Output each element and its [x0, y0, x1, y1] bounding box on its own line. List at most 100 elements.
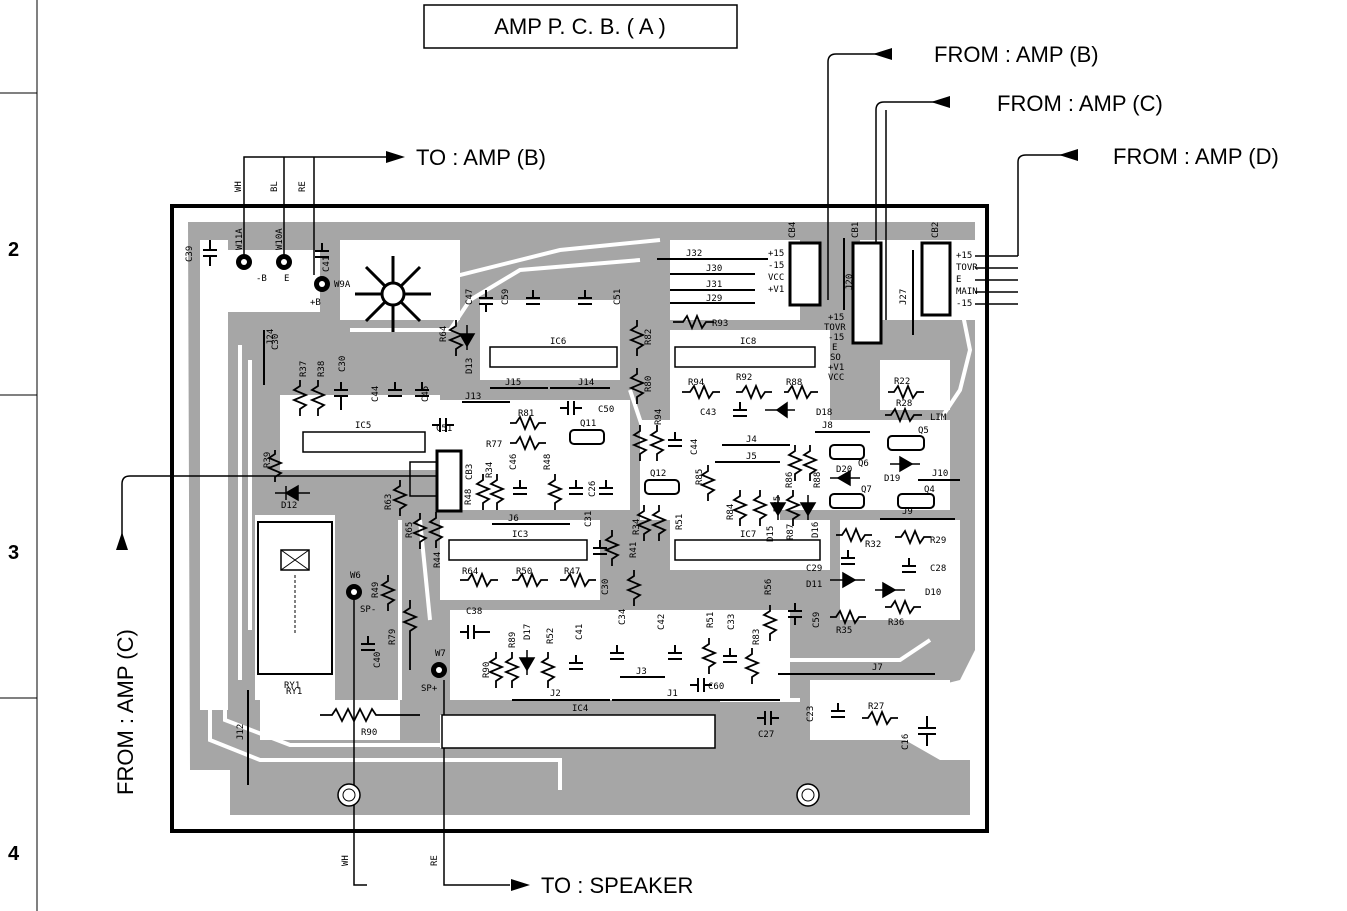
label-r88: R90 — [361, 728, 377, 738]
section-number-3: 3 — [8, 542, 19, 564]
label-c50: C51 — [613, 289, 623, 305]
label-r86: R89 — [508, 632, 518, 648]
label-r34a: R34 — [485, 462, 495, 478]
capacitor-c43 — [388, 382, 402, 397]
cb1-label-3: E — [832, 343, 837, 353]
cb2-label-0: +15 — [956, 251, 972, 261]
wire-color-wh: WH — [234, 181, 244, 192]
label-from-amp-c-left: FROM : AMP (C) — [113, 629, 138, 795]
label-c40: C43 — [700, 408, 716, 418]
resistor-r51 — [391, 480, 409, 516]
resistor-r65 — [628, 320, 646, 356]
connector-cb3: CB3 — [435, 449, 475, 513]
capacitor-c38 — [315, 243, 329, 258]
ic5: IC5 — [302, 421, 426, 453]
label-c42: C44 — [690, 439, 700, 455]
diode-d16 — [799, 495, 817, 520]
resistor-r43 — [546, 474, 564, 510]
label-d18: D18 — [816, 408, 832, 418]
jumpers — [247, 238, 960, 785]
label-c39: C41 — [575, 624, 585, 640]
resistor-r50 — [761, 605, 779, 641]
capacitor-c42 — [668, 432, 682, 447]
capacitor-c28 — [902, 558, 916, 573]
label-c48: C51 — [436, 424, 452, 434]
label-c46: C47 — [465, 289, 475, 305]
label-r34: R34 — [632, 519, 642, 535]
label-d16: D16 — [811, 522, 821, 538]
cb4-label-2: VCC — [768, 273, 784, 283]
terminal-w11a: W11A — [235, 228, 252, 270]
capacitor-c32 — [599, 480, 613, 495]
trace-gaps — [208, 238, 973, 790]
label-r44: R44 — [433, 552, 443, 568]
label-lim: LIM — [930, 413, 947, 423]
cb2-label-3: MAIN — [956, 287, 978, 297]
cb1-label-5: +V1 — [828, 363, 844, 373]
harness-wires — [121, 53, 1078, 886]
resistor-r53 — [460, 571, 498, 589]
resistor-r55 — [411, 513, 429, 549]
label-d17: D17 — [523, 624, 533, 640]
svg-text:RY1: RY1 — [284, 681, 300, 691]
label-c47: C50 — [598, 405, 614, 415]
cb4-label-1: -15 — [768, 261, 784, 271]
capacitor-c34 — [610, 645, 624, 660]
wire-color-wh-bottom: WH — [341, 855, 351, 866]
diode-d10 — [875, 581, 905, 599]
label-d19: D19 — [884, 474, 900, 484]
cb1-label-2: -15 — [828, 333, 844, 343]
capacitor-c27 — [757, 711, 779, 725]
label-j20: J20 — [845, 274, 855, 290]
label-ry1: RY1 — [286, 687, 302, 697]
title-box — [423, 4, 738, 49]
svg-text:W10A: W10A — [275, 228, 285, 250]
label-d20: D20 — [836, 465, 852, 475]
resistor-r34 — [635, 505, 653, 541]
label-r49: R51 — [675, 514, 685, 530]
capacitor-c45 — [513, 480, 527, 495]
label-minus-b: -B — [256, 274, 267, 284]
label-sp-minus: SP- — [360, 605, 376, 615]
label-r39: R39 — [263, 452, 273, 468]
label-c30-tag: C30 — [271, 334, 281, 350]
capacitor-c35 — [460, 625, 490, 639]
resistor-r77 — [743, 648, 761, 684]
label-r29: R29 — [930, 536, 946, 546]
transistor-q4 — [897, 493, 935, 509]
label-c35: C38 — [466, 607, 482, 617]
label-c44: C45 — [421, 386, 431, 402]
resistor-r52 — [447, 320, 465, 356]
arrowheads — [116, 48, 1078, 891]
resistor-r45 — [512, 571, 548, 589]
capacitor-c50 — [578, 290, 592, 305]
label-j14: J14 — [578, 378, 594, 388]
svg-text:IC4: IC4 — [572, 704, 588, 714]
label-to-speaker: TO : SPEAKER — [541, 873, 693, 898]
transistor-q11 — [569, 429, 605, 445]
transistor-q7 — [829, 493, 865, 509]
label-j24: J24 — [266, 329, 276, 345]
cb4-label-3: +V1 — [768, 285, 784, 295]
resistor-r47 — [539, 652, 557, 688]
resistor-r34a — [488, 474, 506, 510]
label-r47: R52 — [546, 628, 556, 644]
cb1-label-0: +15 — [828, 313, 844, 323]
label-r83: R87 — [786, 524, 796, 540]
label-c45: C46 — [509, 454, 519, 470]
resistor-r89 — [736, 383, 772, 401]
label-r82: R86 — [785, 472, 795, 488]
ic3: IC3 — [448, 530, 588, 561]
connector-cb2: CB2 — [920, 222, 952, 317]
diode-d20 — [830, 469, 860, 487]
resistor-r46 — [700, 638, 718, 674]
label-c23: C23 — [806, 706, 816, 722]
svg-text:W7: W7 — [435, 649, 446, 659]
label-r28: R28 — [896, 399, 912, 409]
label-r48: R49 — [371, 582, 381, 598]
label-j27: J27 — [899, 289, 909, 305]
label-j13: J13 — [465, 392, 481, 402]
svg-text:IC7: IC7 — [740, 530, 756, 540]
label-r91: R94 — [688, 378, 704, 388]
